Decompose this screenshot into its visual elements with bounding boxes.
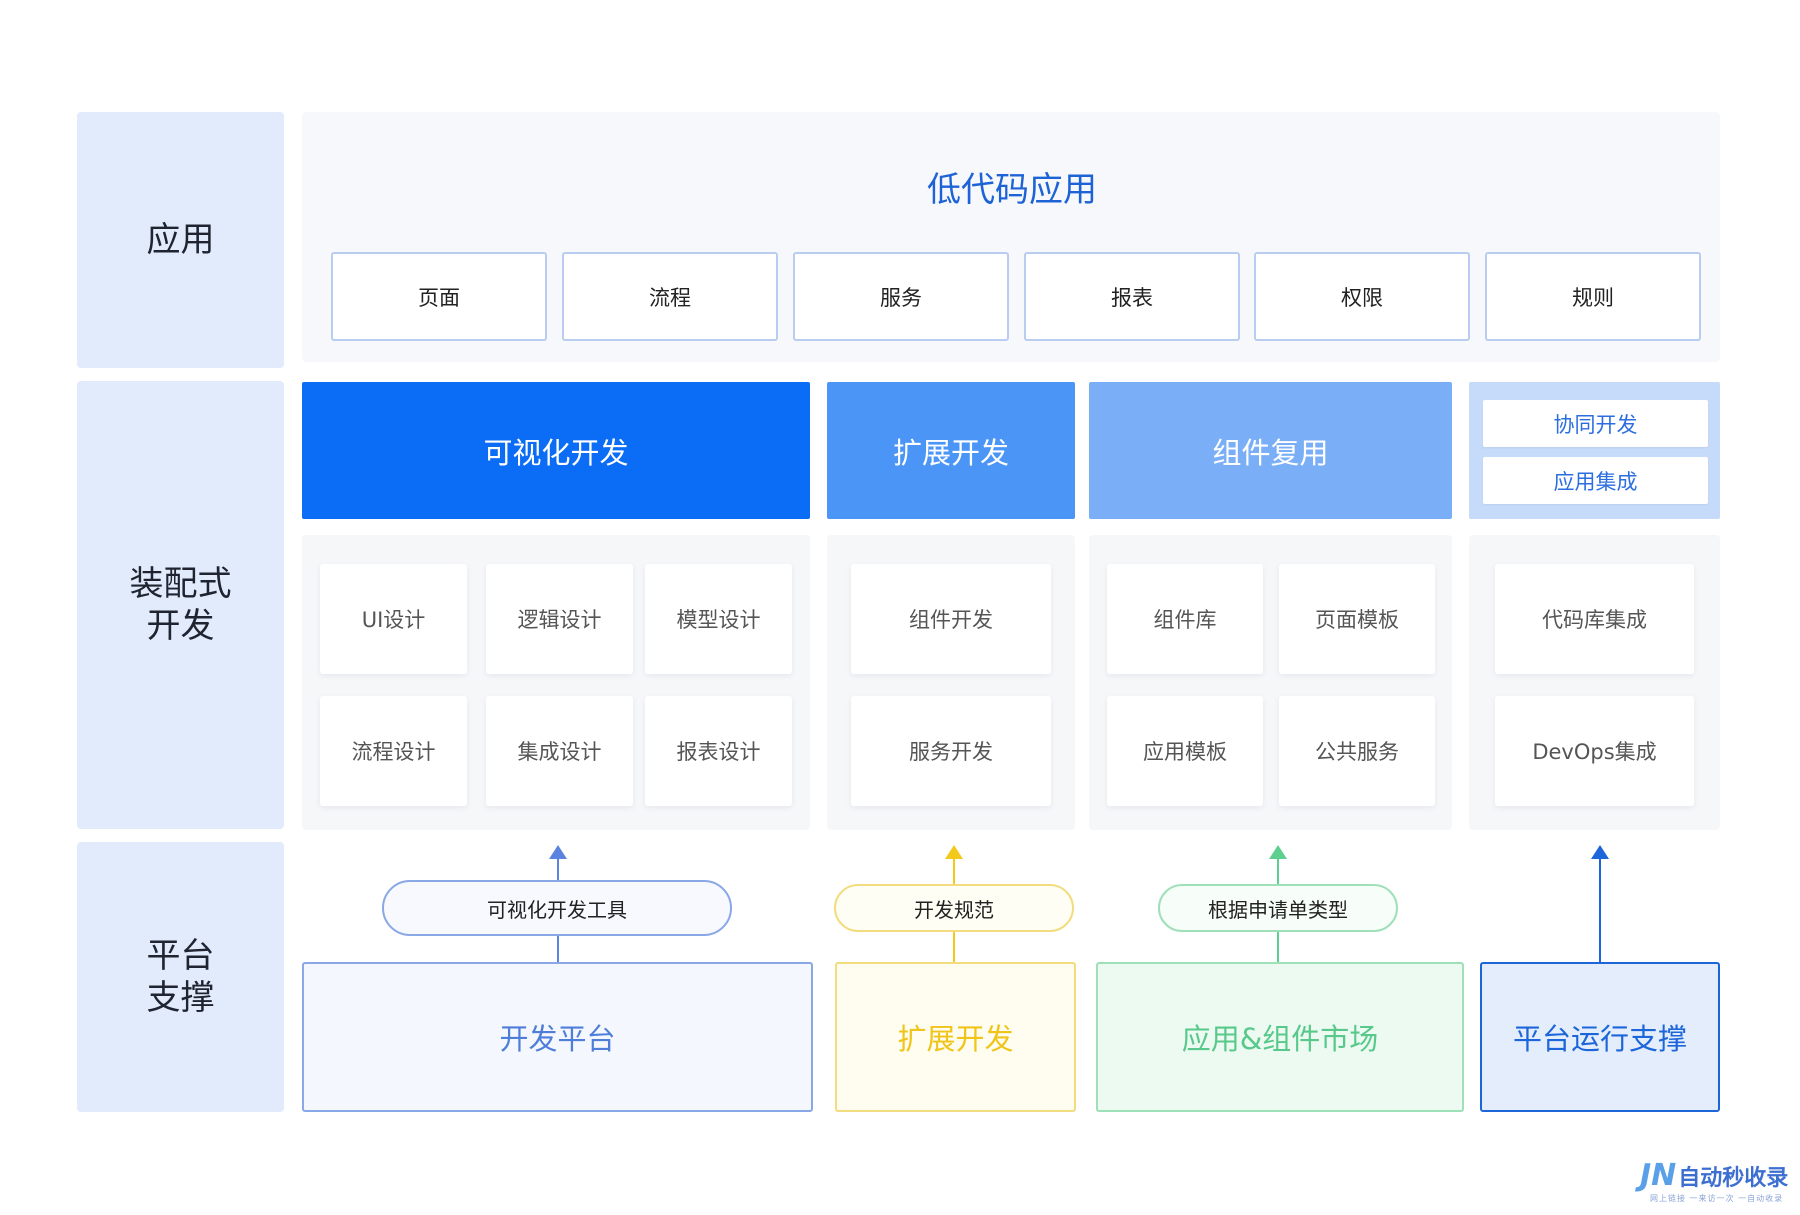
row-label-application-line1: 应用 [146, 220, 215, 260]
arrow-head-dev-tools [549, 845, 567, 859]
arrow-head-by-request [1269, 845, 1287, 859]
card-integration-design: 集成设计 [486, 696, 633, 806]
watermark: JN 自动秒收录 网上链接 一来访一次 一自动收录 [1640, 1158, 1800, 1210]
pill-by-request: 根据申请单类型 [1158, 884, 1398, 932]
platform-extend-dev: 扩展开发 [835, 962, 1076, 1112]
row-label-platform-line1: 平台 [146, 936, 215, 976]
card-devops-integration: DevOps集成 [1495, 696, 1694, 806]
pill-dev-spec: 开发规范 [834, 884, 1074, 932]
card-ui-design: UI设计 [320, 564, 467, 674]
card-component-dev: 组件开发 [851, 564, 1051, 674]
app-item-service: 服务 [793, 252, 1009, 341]
watermark-text: 自动秒收录 [1678, 1165, 1789, 1191]
app-item-report: 报表 [1024, 252, 1240, 341]
app-item-page: 页面 [331, 252, 547, 341]
card-service-dev: 服务开发 [851, 696, 1051, 806]
row-label-platform: 平台 支撑 [77, 842, 284, 1112]
platform-runtime-support: 平台运行支撑 [1480, 962, 1720, 1112]
watermark-subtext: 网上链接 一来访一次 一自动收录 [1650, 1194, 1784, 1203]
card-logic-design: 逻辑设计 [486, 564, 633, 674]
arrow-head-dev-spec [945, 845, 963, 859]
row-label-application: 应用 [77, 112, 284, 368]
app-panel-title: 低代码应用 [927, 169, 1097, 210]
platform-app-component-market: 应用&组件市场 [1096, 962, 1464, 1112]
card-process-design: 流程设计 [320, 696, 467, 806]
card-app-template: 应用模板 [1107, 696, 1263, 806]
platform-dev-platform: 开发平台 [302, 962, 813, 1112]
card-code-repo-integration: 代码库集成 [1495, 564, 1694, 674]
header-visual-dev: 可视化开发 [302, 382, 810, 519]
row-label-assembly: 装配式 开发 [77, 381, 284, 829]
arrow-head-runtime [1591, 845, 1609, 859]
collab-dev-box: 协同开发 [1483, 400, 1708, 447]
card-component-lib: 组件库 [1107, 564, 1263, 674]
card-public-service: 公共服务 [1279, 696, 1435, 806]
app-item-permission: 权限 [1254, 252, 1470, 341]
card-page-template: 页面模板 [1279, 564, 1435, 674]
line-runtime [1599, 858, 1601, 962]
row-label-assembly-line1: 装配式 [129, 564, 232, 604]
pill-dev-tools: 可视化开发工具 [382, 880, 732, 936]
card-report-design: 报表设计 [645, 696, 792, 806]
app-item-process: 流程 [562, 252, 778, 341]
watermark-logo-icon: JN [1640, 1158, 1677, 1193]
app-integration-box: 应用集成 [1483, 457, 1708, 504]
card-model-design: 模型设计 [645, 564, 792, 674]
row-label-platform-line2: 支撑 [146, 978, 215, 1018]
row-label-assembly-line2: 开发 [146, 606, 215, 646]
header-extend-dev: 扩展开发 [827, 382, 1075, 519]
app-item-rule: 规则 [1485, 252, 1701, 341]
header-component-reuse: 组件复用 [1089, 382, 1452, 519]
